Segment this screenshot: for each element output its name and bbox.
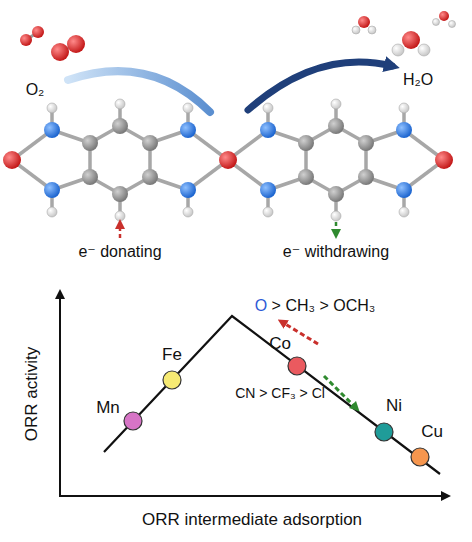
hydrogen-atom	[47, 103, 57, 113]
axis-title: ORR intermediate adsorption	[142, 510, 362, 530]
withdrawing-trend-arrow	[324, 376, 356, 408]
nitrogen-atom	[180, 182, 196, 198]
flow-in-arrow	[68, 71, 210, 112]
ni-point	[375, 423, 393, 441]
nitrogen-atom	[180, 122, 196, 138]
carbon-atom	[298, 135, 314, 151]
substituent-series: O > CH₃ > OCH₃	[255, 297, 376, 315]
metal-center-atom	[3, 151, 21, 169]
y-axis	[59, 294, 61, 496]
oxygen-molecules	[20, 26, 85, 61]
carbon-atom	[298, 169, 314, 185]
metal-center-atom	[219, 151, 237, 169]
nitrogen-atom	[260, 182, 276, 198]
carbon-atom	[358, 169, 374, 185]
carbon-atom	[358, 135, 374, 151]
water-molecules	[352, 11, 456, 56]
hydrogen-atom	[115, 211, 125, 221]
hydrogen-atom	[183, 207, 193, 217]
flow-out-arrow	[248, 62, 392, 110]
substituent-series: CN > CF₃ > Cl	[235, 385, 325, 401]
co-point	[288, 357, 306, 375]
carbon-atom	[112, 118, 128, 134]
carbon-atom	[142, 135, 158, 151]
effect-label: e⁻ donating	[78, 243, 161, 261]
donating-arrow	[119, 224, 122, 238]
mn-point	[124, 412, 142, 430]
metal-label: Mn	[96, 398, 120, 418]
nitrogen-atom	[396, 122, 412, 138]
carbon-atom	[82, 169, 98, 185]
metal-center-atom	[435, 151, 453, 169]
mof-framework	[3, 99, 453, 221]
carbon-atom	[328, 186, 344, 202]
volcano-line	[104, 316, 440, 474]
cu-point	[411, 448, 429, 466]
hydrogen-atom	[263, 103, 273, 113]
hydrogen-atom	[47, 207, 57, 217]
hydrogen-atom	[331, 99, 341, 109]
hydrogen-atom	[399, 207, 409, 217]
metal-label: Cu	[421, 422, 443, 442]
withdrawing-arrow	[335, 222, 338, 234]
x-axis	[59, 495, 446, 497]
reactant-label: O₂	[26, 81, 45, 99]
nitrogen-atom	[44, 182, 60, 198]
hydrogen-atom	[331, 211, 341, 221]
hydrogen-atom	[399, 103, 409, 113]
metal-label: Co	[269, 334, 291, 354]
axis-title: ORR activity	[22, 347, 42, 441]
carbon-atom	[328, 118, 344, 134]
product-label: H₂O	[403, 71, 433, 89]
hydrogen-atom	[263, 207, 273, 217]
metal-label: Fe	[162, 345, 182, 365]
hydrogen-atom	[183, 103, 193, 113]
fe-point	[163, 371, 181, 389]
carbon-atom	[142, 169, 158, 185]
effect-label: e⁻ withdrawing	[283, 243, 389, 261]
nitrogen-atom	[396, 182, 412, 198]
metal-label: Ni	[386, 396, 402, 416]
carbon-atom	[82, 135, 98, 151]
hydrogen-atom	[115, 99, 125, 109]
nitrogen-atom	[44, 122, 60, 138]
nitrogen-atom	[260, 122, 276, 138]
carbon-atom	[112, 186, 128, 202]
